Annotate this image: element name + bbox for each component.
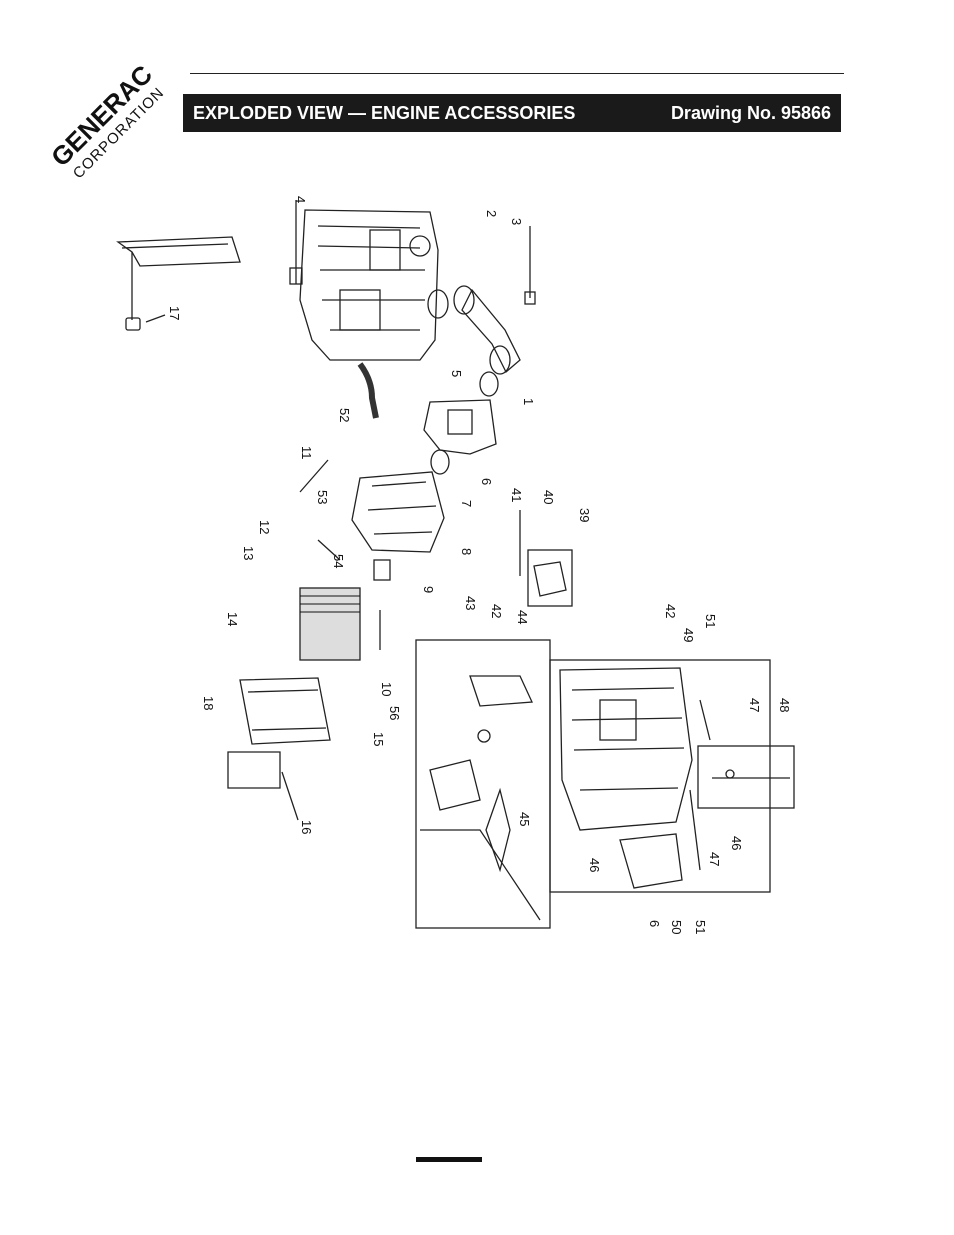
air-cleaner-housing-part [299,459,445,650]
callout-42a: 42 [489,604,504,618]
callout-49: 49 [681,628,696,642]
filter-element-part [299,587,361,661]
callout-42b: 42 [663,604,678,618]
linkage-box [697,745,795,809]
drawing-number: Drawing No. 95866 [670,102,831,123]
callout-46a: 46 [587,858,602,872]
callout-2: 2 [484,210,499,217]
callout-4: 4 [293,196,308,203]
callout-14: 14 [225,612,240,626]
callout-8: 8 [459,548,474,555]
title-bar: EXPLODED VIEW — ENGINE ACCESSORIES Drawi… [183,94,841,132]
callout-45: 45 [517,812,532,826]
callout-17: 17 [167,306,182,320]
callout-56: 56 [387,706,402,720]
callout-47b: 47 [707,852,722,866]
callout-15: 15 [371,732,386,746]
callout-51b: 51 [693,920,708,934]
callout-41: 41 [509,488,524,502]
callout-50: 50 [669,920,684,934]
filter-base-part [116,236,241,331]
callout-44: 44 [515,610,530,624]
callout-1: 1 [521,398,536,405]
engine-lower-part [549,659,771,893]
callout-51a: 51 [703,614,718,628]
callout-11: 11 [299,446,314,460]
callout-52: 52 [337,408,352,422]
callout-labels: 4 2 3 17 5 1 52 11 53 6 7 12 54 8 13 9 1… [167,196,792,934]
header-rule [190,73,844,74]
callout-16: 16 [299,820,314,834]
callout-40: 40 [541,490,556,504]
callout-54: 54 [331,554,346,568]
generac-logo: GENERAC CORPORATION [40,40,190,190]
callout-6b: 6 [647,920,662,927]
intake-elbow-part [427,226,536,397]
callout-43: 43 [463,596,478,610]
callout-5: 5 [449,370,464,377]
callout-3: 3 [509,218,524,225]
detail-inset [415,639,551,929]
callout-46b: 46 [729,836,744,850]
breather-tube [357,362,379,419]
callout-13: 13 [241,546,256,560]
callout-47a: 47 [747,698,762,712]
callout-48: 48 [777,698,792,712]
engine-upper-part [289,200,439,361]
callout-10: 10 [379,682,394,696]
callout-6: 6 [479,478,494,485]
callout-39: 39 [577,508,592,522]
carburetor-part [423,399,497,475]
callout-18: 18 [201,696,216,710]
callout-53: 53 [315,490,330,504]
filter-cover-part [227,677,331,821]
governor-bracket-part [519,510,573,607]
page-footer-mark [416,1157,482,1162]
callout-9: 9 [421,586,436,593]
page-title: EXPLODED VIEW — ENGINE ACCESSORIES [193,102,576,123]
callout-7: 7 [459,500,474,507]
callout-12: 12 [257,520,272,534]
